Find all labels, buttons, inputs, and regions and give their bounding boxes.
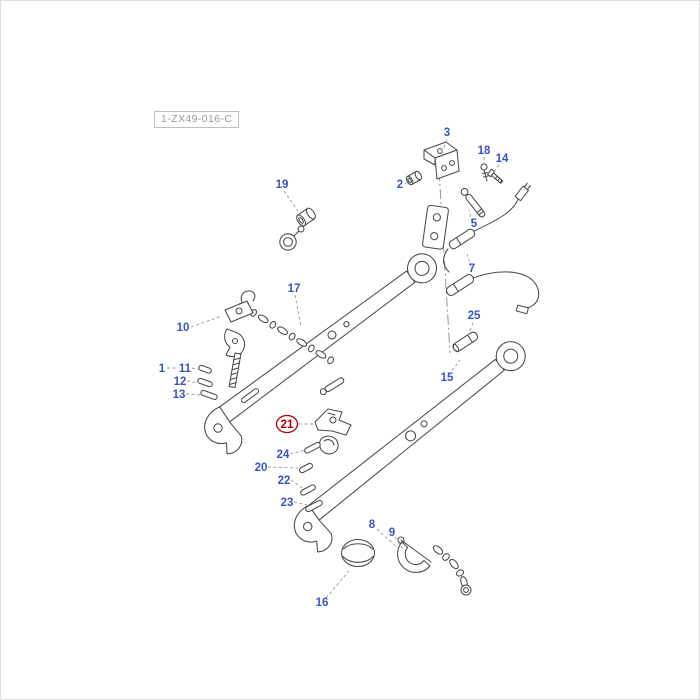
callout-23: 23 (281, 497, 294, 509)
callout-3: 3 (444, 127, 450, 139)
part-20-pin (298, 462, 314, 474)
highlight-circle-21 (275, 414, 299, 434)
callout-12: 12 (174, 376, 187, 388)
callout-24: 24 (277, 449, 290, 461)
callout-16: 16 (316, 597, 329, 609)
part-14-bolt (486, 168, 504, 184)
part-8-chain (432, 545, 472, 596)
part-9-clevis (397, 536, 432, 573)
upper-link-arm (204, 253, 438, 455)
callout-8: 8 (369, 519, 376, 531)
part-25-pin (452, 331, 479, 353)
part-5-pin (460, 187, 486, 218)
callout-22: 22 (278, 475, 291, 487)
part-24-pin (304, 441, 321, 454)
callout-7: 7 (469, 263, 475, 275)
part-19-bushing (279, 207, 316, 251)
callout-10: 10 (177, 322, 190, 334)
callout-19: 19 (276, 179, 289, 191)
callout-9: 9 (389, 527, 395, 539)
leader-lines (167, 139, 500, 599)
callout-13: 13 (173, 389, 186, 401)
part-23-pin (305, 499, 323, 513)
part-12-pin (197, 377, 213, 388)
callout-18: 18 (478, 145, 491, 157)
callout-11: 11 (179, 363, 192, 375)
part-21-latch-group (314, 377, 352, 455)
callouts: 3 2 18 14 5 7 25 15 19 17 10 1 11 12 13 … (159, 127, 509, 609)
callout-2: 2 (397, 179, 403, 191)
drawing-code: 1-ZX49-016-C (161, 113, 233, 125)
part-13-pin (200, 389, 218, 400)
part-3-bracket (423, 141, 460, 180)
anchor-plate (422, 204, 449, 250)
lower-link-arm (293, 341, 526, 553)
part-18-bolt (480, 163, 489, 182)
part-7-cables (443, 182, 540, 315)
part-16-bushing (340, 538, 376, 568)
drawing-code-box: 1-ZX49-016-C (154, 111, 240, 128)
callout-1: 1 (159, 363, 166, 375)
callout-20: 20 (255, 462, 268, 474)
callout-14: 14 (496, 153, 509, 165)
part-10-bracket (224, 300, 254, 389)
callout-25: 25 (468, 310, 481, 322)
part-2-spacer (405, 170, 423, 186)
part-17-chain (238, 290, 335, 365)
part-11-pin (198, 364, 212, 374)
callout-17: 17 (288, 283, 301, 295)
callout-15: 15 (441, 372, 454, 384)
callout-5: 5 (471, 218, 478, 230)
part-22-pin (300, 484, 316, 496)
callout-21-highlighted: 21 (281, 419, 294, 431)
center-line (437, 152, 451, 354)
